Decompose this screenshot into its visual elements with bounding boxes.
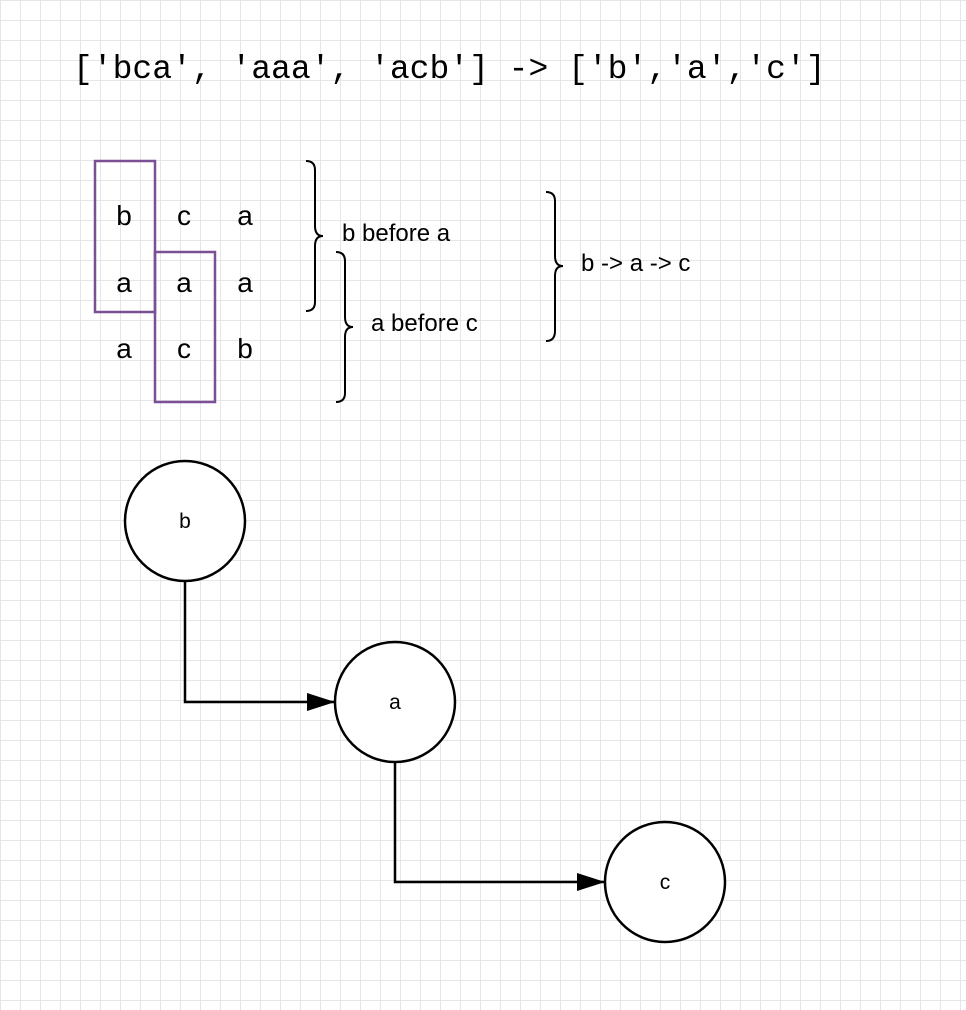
curly-brace-result: [545, 191, 564, 342]
grid-cell: c: [177, 200, 191, 231]
annotation-first-pair: b before a: [342, 220, 451, 247]
grid-cell: b: [116, 200, 132, 231]
curly-brace-second: [335, 251, 354, 403]
graph-node-b: [123, 459, 247, 583]
annotation-result: b -> a -> c: [581, 250, 690, 277]
edge-b-to-a: [183, 581, 335, 711]
grid-cell: a: [237, 267, 253, 298]
graph-node-label: b: [179, 510, 191, 533]
grid-cell: a: [237, 200, 253, 231]
grid-cell: c: [177, 333, 191, 364]
highlight-box-second-column: [153, 250, 217, 404]
grid-cell: a: [176, 267, 192, 298]
title-text: ['bca', 'aaa', 'acb'] -> ['b','a','c']: [73, 51, 826, 88]
highlight-box-first-column: [93, 159, 157, 314]
grid-cell: a: [116, 333, 132, 364]
edge-a-to-c: [393, 762, 605, 891]
grid-cell: b: [237, 333, 253, 364]
graph-node-label: c: [660, 871, 671, 894]
grid-cell: a: [116, 267, 132, 298]
graph-node-c: [603, 820, 727, 944]
annotation-second-pair: a before c: [371, 310, 478, 337]
graph-node-label: a: [389, 691, 401, 714]
curly-brace-first: [305, 160, 324, 312]
graph-node-a: [333, 640, 457, 764]
